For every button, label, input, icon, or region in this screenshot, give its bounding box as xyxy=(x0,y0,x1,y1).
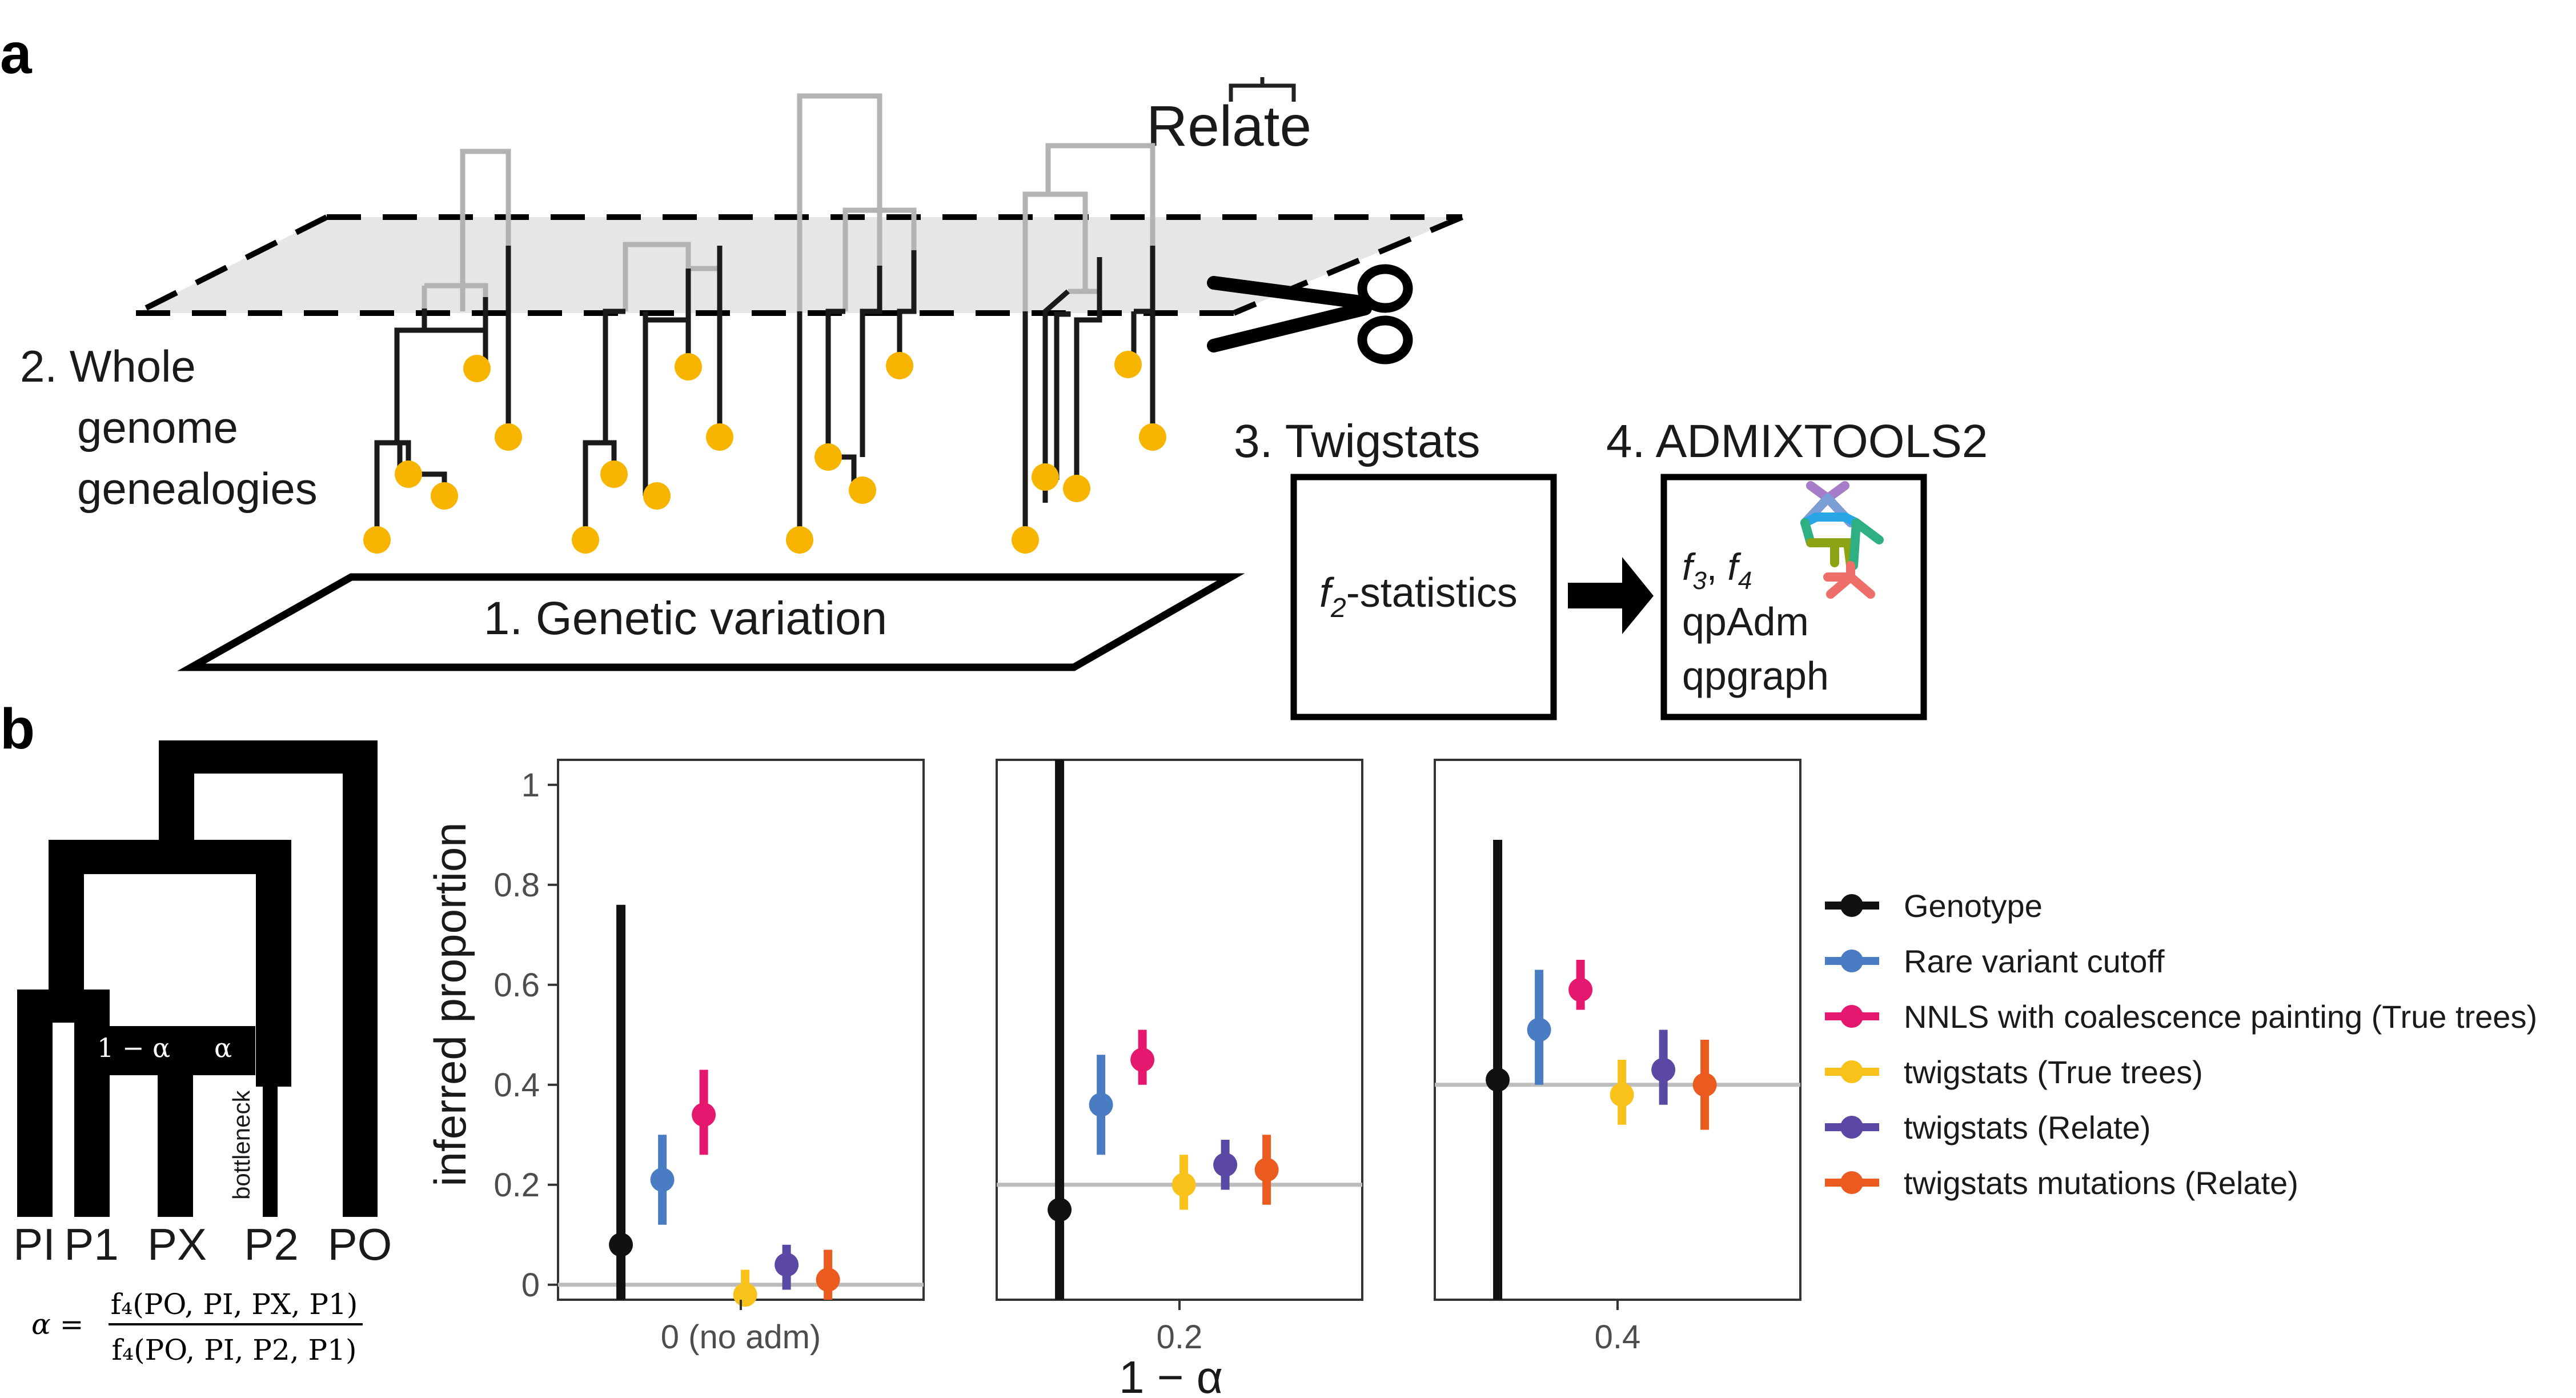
formula-lhs: α = xyxy=(31,1308,84,1341)
leaf-PI: PI xyxy=(13,1219,55,1269)
x-axis-title: 1 − α xyxy=(1119,1352,1223,1398)
x-tick-label: 0 (no adm) xyxy=(661,1319,821,1356)
formula-numerator: f₄(PO, PI, PX, P1) xyxy=(111,1288,358,1321)
legend-item: twigstats (Relate) xyxy=(1825,1109,2151,1145)
admixtools-box xyxy=(1660,474,1927,720)
data-point xyxy=(1610,1083,1634,1107)
y-tick-label: 0.6 xyxy=(493,967,540,1004)
genetic-variation-label: 1. Genetic variation xyxy=(484,592,888,644)
whole-genome-label-2: genome xyxy=(77,402,238,452)
facet-panel-2: 0.4 xyxy=(1434,759,1801,1356)
legend-label: twigstats (Relate) xyxy=(1904,1109,2151,1145)
admixtools-title: 4. ADMIXTOOLS2 xyxy=(1606,415,1988,467)
legend-swatch-dot xyxy=(1840,894,1863,917)
leaf-nodes xyxy=(363,351,1166,554)
leaf-P2: P2 xyxy=(244,1219,298,1269)
data-point xyxy=(1254,1157,1279,1182)
cut-plane-right-edge xyxy=(1233,214,1463,316)
relate-logo-text: Relate xyxy=(1146,94,1311,158)
data-point xyxy=(1213,1152,1238,1177)
data-point xyxy=(1527,1018,1551,1042)
facet-panel-1: 0.2 xyxy=(996,759,1363,1356)
y-tick-label: 0.4 xyxy=(493,1067,540,1104)
data-point xyxy=(1048,1197,1072,1222)
y-tick-label: 0.2 xyxy=(493,1167,540,1204)
facet-frame xyxy=(1434,759,1801,1301)
leaf-PX: PX xyxy=(147,1219,207,1269)
cut-plane-left-edge xyxy=(134,214,328,316)
population-tree xyxy=(17,740,378,1217)
legend-item: Rare variant cutoff xyxy=(1825,943,2165,979)
legend-item: Genotype xyxy=(1825,888,2043,924)
relate-logo: Relate xyxy=(1146,77,1311,158)
legend-swatch-dot xyxy=(1840,1060,1863,1083)
data-point xyxy=(1089,1092,1113,1117)
qpgraph-label: qpgraph xyxy=(1682,654,1829,698)
y-axis-title: inferred proportion xyxy=(425,822,475,1186)
legend-item: twigstats mutations (Relate) xyxy=(1825,1165,2298,1201)
twigstats-title: 3. Twigstats xyxy=(1234,415,1480,467)
arrow-right-icon xyxy=(1568,557,1654,634)
admixture-graph-icon xyxy=(1800,481,1884,599)
twigstats-box xyxy=(1290,474,1557,720)
scissors-icon xyxy=(1207,264,1413,364)
leaf-PO: PO xyxy=(328,1219,392,1269)
legend-label: Genotype xyxy=(1904,888,2043,924)
formula-denominator: f₄(PO, PI, P2, P1) xyxy=(112,1333,357,1367)
data-point xyxy=(816,1268,840,1292)
x-tick-label: 0.2 xyxy=(1157,1319,1203,1356)
data-point xyxy=(1568,978,1593,1002)
facet-frame xyxy=(996,759,1363,1301)
whole-genome-label-3: genealogies xyxy=(77,463,318,514)
f3-f4-label: f3, f4 xyxy=(1682,546,1752,595)
admix-left-label: 1 − α xyxy=(97,1032,170,1063)
f2-statistics-label: f2-statistics xyxy=(1319,570,1518,623)
leaf-P1: P1 xyxy=(64,1219,118,1269)
data-point xyxy=(1692,1072,1717,1097)
legend-label: twigstats mutations (Relate) xyxy=(1904,1165,2298,1201)
bottleneck-label: bottleneck xyxy=(228,1090,255,1200)
y-tick-label: 1 xyxy=(521,767,540,804)
legend-label: Rare variant cutoff xyxy=(1904,943,2165,979)
legend-swatch-dot xyxy=(1840,1116,1863,1139)
qpadm-label: qpAdm xyxy=(1682,599,1809,644)
whole-genome-label-1: 2. Whole xyxy=(20,341,196,391)
panel-a-letter: a xyxy=(0,22,33,86)
data-point xyxy=(609,1232,633,1257)
x-tick-label: 0.4 xyxy=(1595,1319,1641,1356)
data-point xyxy=(650,1168,675,1192)
y-tick-label: 0 xyxy=(521,1267,540,1304)
legend-swatch-dot xyxy=(1840,1005,1863,1028)
data-point xyxy=(692,1103,716,1127)
legend-item: twigstats (True trees) xyxy=(1825,1054,2203,1090)
data-point xyxy=(733,1283,757,1307)
data-point xyxy=(1171,1172,1196,1197)
proportion-chart: 0 (no adm) 0.2 0.4 0 0.2 0.4 0.6 0.8 1 xyxy=(493,759,1801,1356)
legend-swatch-dot xyxy=(1840,950,1863,972)
legend-item: NNLS with coalescence painting (True tre… xyxy=(1825,999,2537,1035)
panel-b-letter: b xyxy=(0,697,35,761)
data-point xyxy=(1130,1048,1155,1072)
legend-label: twigstats (True trees) xyxy=(1904,1054,2203,1090)
legend-swatch-dot xyxy=(1840,1171,1863,1194)
data-point xyxy=(775,1252,799,1277)
legend-label: NNLS with coalescence painting (True tre… xyxy=(1904,999,2537,1035)
facet-frame xyxy=(557,759,925,1301)
admix-right-label: α xyxy=(214,1032,232,1063)
data-point xyxy=(1486,1068,1510,1092)
y-tick-label: 0.8 xyxy=(493,867,540,904)
genetic-variation-plane xyxy=(177,573,1245,671)
facet-panel-0: 0 (no adm) xyxy=(557,759,925,1356)
data-point xyxy=(1651,1057,1676,1082)
